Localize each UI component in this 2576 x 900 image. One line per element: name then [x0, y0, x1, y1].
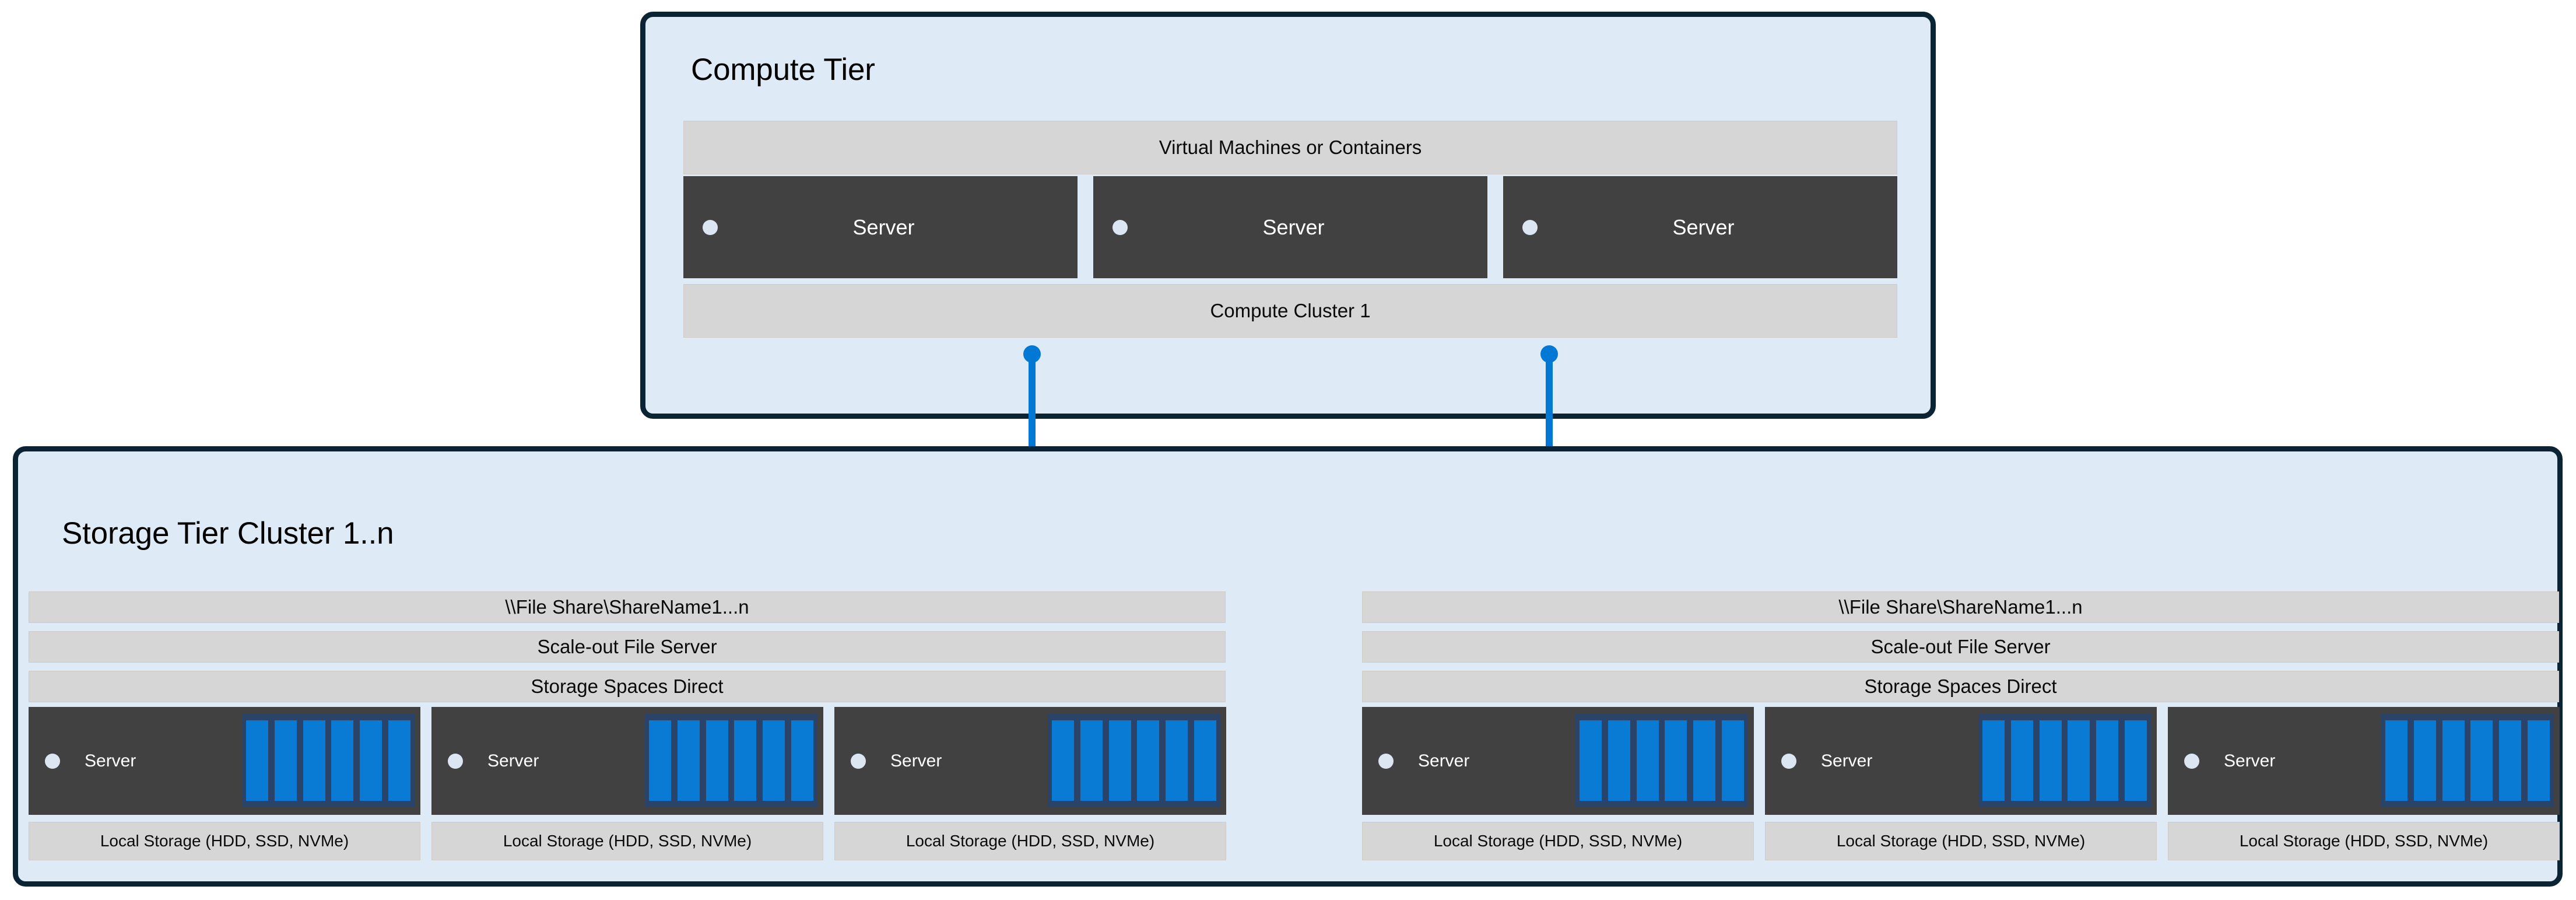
- drive-icon: [1693, 720, 1716, 801]
- connector-line: [1029, 351, 1036, 465]
- storage-node: Server: [1765, 707, 2157, 815]
- drive-icon: [360, 720, 382, 801]
- local-storage-band: Local Storage (HDD, SSD, NVMe): [2168, 822, 2560, 860]
- drive-bay: [645, 714, 817, 807]
- local-storage-band: Local Storage (HDD, SSD, NVMe): [29, 822, 420, 860]
- storage-node-label: Server: [1418, 751, 1470, 771]
- file-share-band: \\File Share\ShareName1...n: [29, 591, 1226, 623]
- drive-icon: [1665, 720, 1687, 801]
- status-led-icon: [2184, 753, 2199, 769]
- storage-spaces-direct-band: Storage Spaces Direct: [1362, 671, 2559, 702]
- virtual-machines-or-containers-band: Virtual Machines or Containers: [683, 121, 1897, 174]
- storage-cluster-2: \\File Share\ShareName1...n Scale-out Fi…: [1352, 451, 2570, 892]
- drive-icon: [2442, 720, 2465, 801]
- storage-node: Server: [29, 707, 420, 815]
- drive-bay: [1978, 714, 2151, 807]
- drive-icon: [1108, 720, 1131, 801]
- storage-tier-panel: Storage Tier Cluster 1..n \\File Share\S…: [13, 446, 2563, 887]
- status-led-icon: [1522, 219, 1538, 235]
- storage-node-body: Server: [1765, 707, 2157, 815]
- drive-icon: [1721, 720, 1744, 801]
- storage-node: Server: [1362, 707, 1754, 815]
- drive-icon: [2124, 720, 2147, 801]
- compute-server-1: Server: [683, 176, 1078, 278]
- drive-icon: [649, 720, 671, 801]
- storage-node-label: Server: [487, 751, 539, 771]
- drive-icon: [331, 720, 354, 801]
- storage-cluster-1: \\File Share\ShareName1...n Scale-out Fi…: [18, 451, 1236, 892]
- storage-node-label: Server: [2224, 751, 2276, 771]
- drive-bay: [2381, 714, 2554, 807]
- drive-icon: [303, 720, 325, 801]
- status-led-icon: [1781, 753, 1796, 769]
- scale-out-file-server-band: Scale-out File Server: [29, 631, 1226, 663]
- storage-node-body: Server: [2168, 707, 2560, 815]
- drive-icon: [1052, 720, 1074, 801]
- storage-node: Server: [431, 707, 823, 815]
- scale-out-file-server-band: Scale-out File Server: [1362, 631, 2559, 663]
- drive-icon: [2039, 720, 2062, 801]
- drive-bay: [242, 714, 415, 807]
- drive-icon: [246, 720, 268, 801]
- drive-icon: [1636, 720, 1659, 801]
- compute-tier-title: Compute Tier: [691, 52, 875, 87]
- status-led-icon: [851, 753, 866, 769]
- drive-icon: [677, 720, 700, 801]
- drive-icon: [2096, 720, 2119, 801]
- connector-line: [1546, 351, 1553, 465]
- compute-cluster-band: Compute Cluster 1: [683, 284, 1897, 338]
- local-storage-band: Local Storage (HDD, SSD, NVMe): [431, 822, 823, 860]
- drive-icon: [2499, 720, 2522, 801]
- storage-node: Server: [2168, 707, 2560, 815]
- drive-icon: [2385, 720, 2407, 801]
- drive-icon: [2470, 720, 2493, 801]
- status-led-icon: [45, 753, 60, 769]
- drive-icon: [1580, 720, 1602, 801]
- drive-icon: [388, 720, 410, 801]
- storage-node-label: Server: [890, 751, 942, 771]
- compute-server-label: Server: [1672, 215, 1735, 239]
- storage-node-body: Server: [1362, 707, 1754, 815]
- status-led-icon: [1378, 753, 1394, 769]
- status-led-icon: [1112, 219, 1128, 235]
- drive-icon: [791, 720, 813, 801]
- drive-icon: [1608, 720, 1630, 801]
- storage-node-label: Server: [1821, 751, 1873, 771]
- storage-node-body: Server: [431, 707, 823, 815]
- storage-node-body: Server: [29, 707, 420, 815]
- drive-icon: [2413, 720, 2436, 801]
- status-led-icon: [448, 753, 463, 769]
- compute-tier-panel: Compute Tier Virtual Machines or Contain…: [640, 12, 1936, 419]
- storage-tier-title: Storage Tier Cluster 1..n: [62, 516, 394, 551]
- local-storage-band: Local Storage (HDD, SSD, NVMe): [1362, 822, 1754, 860]
- local-storage-band: Local Storage (HDD, SSD, NVMe): [1765, 822, 2157, 860]
- drive-icon: [1080, 720, 1103, 801]
- drive-icon: [734, 720, 757, 801]
- drive-icon: [274, 720, 297, 801]
- drive-icon: [2527, 720, 2550, 801]
- storage-spaces-direct-band: Storage Spaces Direct: [29, 671, 1226, 702]
- drive-bay: [1048, 714, 1220, 807]
- local-storage-band: Local Storage (HDD, SSD, NVMe): [834, 822, 1226, 860]
- drive-icon: [1166, 720, 1188, 801]
- drive-icon: [763, 720, 785, 801]
- compute-server-2: Server: [1093, 176, 1487, 278]
- drive-icon: [1137, 720, 1160, 801]
- drive-icon: [2068, 720, 2090, 801]
- drive-icon: [2010, 720, 2033, 801]
- storage-node: Server: [834, 707, 1226, 815]
- drive-icon: [1982, 720, 2005, 801]
- drive-icon: [706, 720, 728, 801]
- compute-server-label: Server: [1262, 215, 1325, 239]
- drive-icon: [1194, 720, 1216, 801]
- drive-bay: [1575, 714, 1748, 807]
- storage-node-body: Server: [834, 707, 1226, 815]
- status-led-icon: [703, 219, 718, 235]
- compute-server-3: Server: [1503, 176, 1897, 278]
- compute-server-label: Server: [852, 215, 915, 239]
- storage-node-label: Server: [85, 751, 136, 771]
- file-share-band: \\File Share\ShareName1...n: [1362, 591, 2559, 623]
